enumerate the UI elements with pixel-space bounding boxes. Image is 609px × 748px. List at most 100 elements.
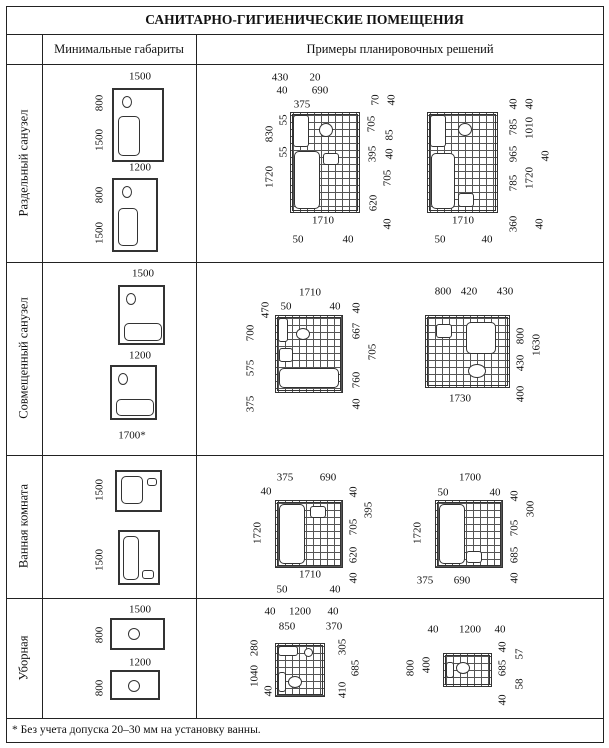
- sink-icon: [310, 506, 326, 518]
- dim-label: 705: [381, 169, 394, 187]
- table-border-left: [6, 6, 7, 742]
- dim-label: 1200: [129, 349, 151, 362]
- dim-label: 58: [513, 678, 526, 690]
- dim-label: 1500: [93, 222, 106, 244]
- bathtub-icon: [279, 368, 339, 388]
- dim-label: 40: [350, 302, 363, 314]
- dim-label: 400: [514, 385, 527, 403]
- toilet-icon: [319, 123, 333, 137]
- cabinet-icon: [278, 318, 288, 342]
- dim-label: 470: [259, 301, 272, 319]
- plan-toilet-a: [275, 643, 325, 697]
- dim-label: 40: [427, 623, 439, 636]
- divider: [6, 64, 604, 65]
- dim-label: 40: [329, 300, 341, 313]
- min-plan-toilet-2: [110, 670, 160, 700]
- toilet-icon: [456, 662, 470, 674]
- dim-label: 40: [508, 572, 521, 584]
- dim-label: 705: [366, 343, 379, 361]
- dim-label: 1720: [523, 167, 536, 189]
- dim-label: 800: [93, 94, 106, 112]
- dim-label: 40: [347, 486, 360, 498]
- bathtub-icon: [439, 504, 465, 564]
- min-plan-separate-2: [112, 178, 158, 252]
- sink-icon: [142, 570, 154, 579]
- dim-label: 55: [277, 114, 290, 126]
- dim-label: 40: [342, 233, 354, 246]
- dim-label: 1500: [93, 479, 106, 501]
- dim-label: 1500: [93, 549, 106, 571]
- dim-label: 55: [277, 146, 290, 158]
- page-title: САНИТАРНО-ГИГИЕНИЧЕСКИЕ ПОМЕЩЕНИЯ: [145, 12, 464, 27]
- toilet-icon: [458, 123, 472, 136]
- plan-toilet-b: [443, 653, 492, 687]
- cabinet-icon: [293, 115, 309, 147]
- dim-label: 400: [420, 656, 433, 674]
- dim-label: 50: [292, 233, 304, 246]
- dim-label: 40: [494, 623, 506, 636]
- sink-icon: [436, 324, 452, 338]
- dim-label: 370: [325, 620, 343, 633]
- toilet-icon: [288, 676, 302, 688]
- dim-label: 40: [508, 490, 521, 502]
- plan-separate-a: [290, 112, 360, 213]
- toilet-icon: [122, 186, 132, 198]
- plan-bath-a: [275, 500, 343, 568]
- dim-label: 1200: [459, 623, 481, 636]
- dim-label: 685: [508, 546, 521, 564]
- dim-label: 40: [539, 150, 552, 162]
- dim-label: 705: [508, 519, 521, 537]
- dim-label: 965: [507, 145, 520, 163]
- sink-icon: [304, 648, 313, 657]
- header-min-dimensions: Минимальные габариты: [54, 42, 184, 56]
- plan-bath-b: [435, 500, 503, 568]
- bathtub-icon: [116, 399, 154, 416]
- dim-label: 1500: [93, 129, 106, 151]
- dim-label: 375: [293, 98, 311, 111]
- dim-label: 70: [369, 94, 382, 106]
- dim-label: 40: [347, 572, 360, 584]
- dim-label: 40: [489, 486, 501, 499]
- dim-label: 800: [404, 659, 417, 677]
- dim-label: 360: [507, 215, 520, 233]
- dim-label: 1630: [530, 334, 543, 356]
- sink-icon: [458, 193, 474, 207]
- dim-label: 305: [336, 638, 349, 656]
- dim-label: 40: [260, 485, 272, 498]
- dim-label: 410: [336, 681, 349, 699]
- dim-label: 690: [311, 84, 329, 97]
- dim-label: 50: [280, 300, 292, 313]
- divider: [6, 455, 604, 456]
- dim-label: 40: [385, 94, 398, 106]
- dim-label: 1200: [129, 656, 151, 669]
- dim-label: 800: [434, 285, 452, 298]
- divider: [6, 34, 604, 35]
- table-border-right: [603, 6, 604, 742]
- dim-label: 40: [496, 641, 509, 653]
- dim-label: 1710: [299, 568, 321, 581]
- dim-label: 1720: [263, 166, 276, 188]
- dim-label: 40: [329, 583, 341, 596]
- dim-label: 620: [367, 194, 380, 212]
- dim-label: 705: [347, 518, 360, 536]
- dim-label: 57: [513, 648, 526, 660]
- dim-label: 40: [533, 218, 546, 230]
- toilet-icon: [126, 293, 136, 305]
- dim-label: 40: [276, 84, 288, 97]
- header-examples: Примеры планировочных решений: [306, 42, 494, 56]
- toilet-icon: [128, 628, 140, 640]
- dim-label: 685: [496, 659, 509, 677]
- cabinet-icon: [430, 115, 446, 147]
- dim-label: 430: [514, 354, 527, 372]
- plan-separate-b: [427, 112, 498, 213]
- table-border-bottom: [6, 742, 604, 743]
- dim-label: 800: [93, 626, 106, 644]
- dim-label: 830: [263, 125, 276, 143]
- dim-label: 430: [496, 285, 514, 298]
- dim-label: 690: [453, 574, 471, 587]
- footnote: * Без учета допуска 20–30 мм на установк…: [12, 724, 261, 736]
- dim-label: 690: [319, 471, 337, 484]
- dim-label: 1500: [129, 70, 151, 83]
- dim-label: 40: [383, 148, 396, 160]
- bathtub-icon: [121, 476, 143, 504]
